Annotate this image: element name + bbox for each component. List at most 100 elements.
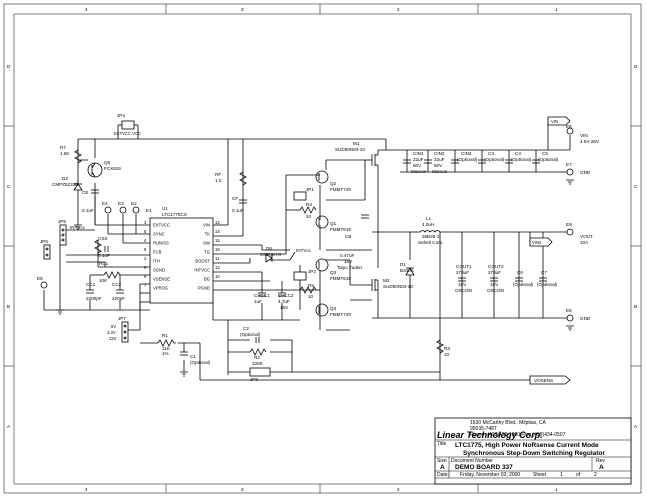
- label-c5: C5: [542, 151, 548, 156]
- title-label: Title: [437, 441, 446, 447]
- label-d6: D6: [266, 246, 272, 251]
- label-dz: DZ: [62, 176, 68, 181]
- ic-pin-name-right-0: VIN: [203, 223, 210, 228]
- test-points: [40, 127, 574, 322]
- date-value: Friday, November 03, 2000: [460, 472, 520, 478]
- inner-border: [13, 13, 632, 485]
- title-block: 1630 McCarthy Blvd., Milpitas, CA 95035-…: [434, 417, 632, 485]
- label-jp1: JP1: [306, 187, 314, 192]
- label-cout1-type: OSCON: [455, 288, 472, 293]
- border-mark-top-2: 2: [397, 7, 400, 12]
- outer-border: [3, 3, 642, 494]
- label-q5: Q5: [104, 160, 111, 165]
- label-cout2-voltage: 16V: [490, 282, 499, 287]
- label-e2: E2: [131, 201, 137, 206]
- ic-pin-number-right-3: 16: [215, 247, 220, 252]
- label-r2: R2: [254, 355, 260, 360]
- label-vout-current: 10A: [580, 240, 589, 245]
- ic-pin-name-left-6: VSENSE: [153, 277, 170, 282]
- label-vin-net: VIN: [551, 119, 558, 124]
- label-l1-mfr: Sehelt Corp.: [418, 240, 444, 245]
- ic-pin-number-left-6: 9: [144, 274, 147, 279]
- label-cin3: CIN3: [461, 151, 472, 156]
- label-u1-part: LTC1775CS: [162, 212, 187, 217]
- label-jp3: JP3: [250, 377, 258, 382]
- label-q2: Q2: [330, 181, 337, 186]
- ic-pin-number-right-5: 13: [215, 265, 220, 270]
- ic-pin-name-right-2: SW: [203, 241, 210, 246]
- title-address-2: 95035-7487: [470, 426, 497, 432]
- label-jp7-5v: 5V: [111, 324, 116, 329]
- label-cin2-value: 22uF: [434, 157, 445, 162]
- label-c1-value: (Optional): [190, 360, 211, 365]
- vin-net-flag: [547, 116, 571, 126]
- ic-pin-name-left-5: SGND: [153, 268, 165, 273]
- label-m2-value: SUD50N03-10: [383, 284, 413, 289]
- label-l1: L1: [426, 216, 432, 221]
- label-e8: E8: [566, 308, 572, 313]
- label-q3: Q3: [330, 270, 337, 275]
- title-company: Linear Technology Corp.: [437, 430, 543, 440]
- border-ticks: [4, 4, 641, 493]
- label-cout1-voltage: 16V: [458, 282, 467, 287]
- resistor-symbols: [74, 149, 444, 356]
- doc-number-label: Document Number: [451, 458, 493, 464]
- ic-pin-number-right-2: 15: [215, 238, 220, 243]
- label-r5: R5: [308, 283, 314, 288]
- label-cvcc1: CVCC1: [254, 293, 270, 298]
- ic-pin-number-left-1: 5: [144, 229, 147, 234]
- border-mark-top-4: 4: [85, 7, 88, 12]
- label-c4-value: (Optional): [511, 157, 532, 162]
- label-q1-value: FMMT619: [330, 227, 351, 232]
- ic-pin-number-right-0: 12: [215, 220, 220, 225]
- label-r5-value: 10: [308, 294, 314, 299]
- border-mark-left-c: C: [7, 184, 11, 189]
- border-mark-right-a: A: [634, 424, 638, 429]
- size-label: Size: [437, 458, 447, 464]
- label-cout1-value: 270uF: [456, 270, 469, 275]
- label-d1: D1: [400, 262, 406, 267]
- label-q5-value: FCX619: [104, 166, 121, 171]
- label-e5: E5: [37, 276, 43, 281]
- border-mark-bottom-1: 1: [555, 487, 558, 492]
- label-gnd-2: GND: [580, 316, 591, 321]
- label-cvcc2: CVCC2: [278, 293, 294, 298]
- diode-symbols: [73, 180, 415, 276]
- label-e1: E1: [146, 208, 152, 213]
- rev-value: A: [599, 464, 604, 471]
- doc-number-value: DEMO BOARD 337: [455, 464, 513, 471]
- capacitor-symbols: [86, 159, 547, 356]
- label-cout2-type: OSCON: [487, 288, 504, 293]
- label-r1-value: 11K: [162, 346, 171, 351]
- label-l1-value: 4.0uH: [422, 222, 434, 227]
- label-cin3-value: (Optional): [457, 157, 478, 162]
- ic-pin-name-right-5: INTVCC: [194, 268, 210, 273]
- ic-pin-name-left-7: VPROG: [153, 286, 168, 291]
- label-q3-value: FMMT619: [330, 276, 351, 281]
- title-address-1: 1630 McCarthy Blvd., Milpitas, CA: [470, 420, 547, 426]
- label-r4-value: 10: [306, 214, 312, 219]
- ground-symbols: [56, 179, 574, 377]
- label-dz-value: CMPZ5233B: [52, 182, 78, 187]
- label-q2-value: FMMT720: [330, 187, 351, 192]
- label-cvcc1-value: 1uF: [254, 299, 262, 304]
- label-jp4-txt: EXTVCC VCC: [114, 131, 141, 136]
- transistor-symbols: [87, 154, 378, 317]
- ic-pin-name-left-3: FCB: [153, 250, 162, 255]
- label-d6-value: CMDSH-3: [260, 252, 281, 257]
- label-cc1-value: 2200pF: [86, 296, 102, 301]
- label-cb: CB: [345, 234, 351, 239]
- label-m1-value: SUD50N03-10: [335, 147, 365, 152]
- title-line-2: Synchronous Step-Down Switching Regulato…: [463, 450, 605, 457]
- label-c4: C4: [515, 151, 521, 156]
- label-vin2-net: VIN2: [532, 240, 542, 245]
- label-l1-part: 38B30-1: [422, 234, 440, 239]
- label-jp5: JP5: [58, 219, 66, 224]
- label-r4: R4: [306, 202, 312, 207]
- label-c7: C7: [541, 270, 547, 275]
- label-jp7: JP7: [118, 316, 126, 321]
- ic-pin-number-right-4: 11: [215, 256, 220, 261]
- label-c6: C6: [517, 270, 523, 275]
- label-rc1-value: 10K: [99, 278, 108, 283]
- border-mark-bottom-3: 3: [241, 487, 244, 492]
